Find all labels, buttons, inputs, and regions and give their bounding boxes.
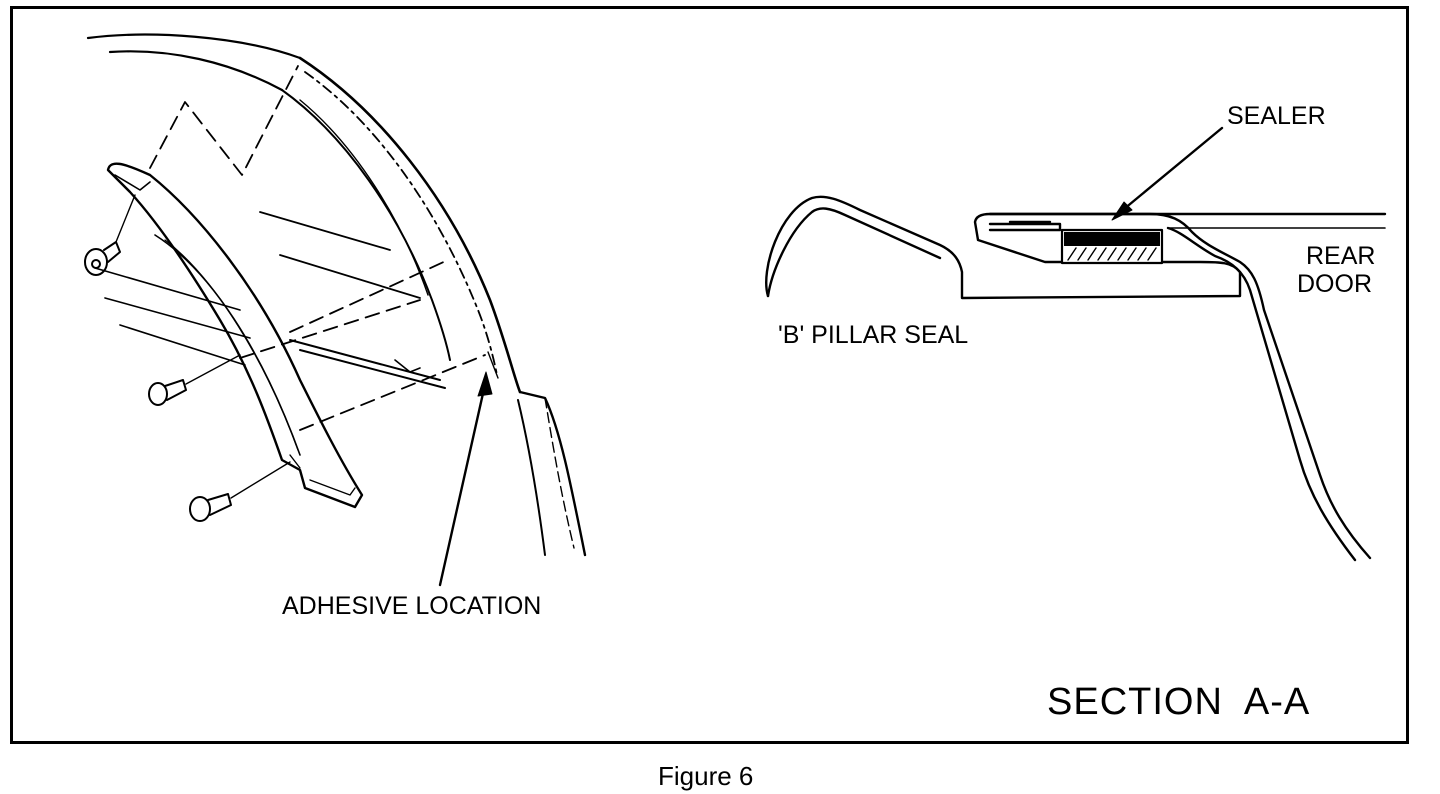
rear-door-label-line2: DOOR <box>1297 270 1372 298</box>
b-pillar-molding <box>106 162 364 509</box>
b-pillar-seal-section <box>765 195 1387 300</box>
door-frame-drawing <box>86 33 587 557</box>
sealer-callout-label: SEALER <box>1227 102 1326 130</box>
b-pillar-seal-label: 'B' PILLAR SEAL <box>778 321 969 349</box>
sealer-block <box>1060 228 1164 265</box>
sealer-callout-arrow <box>1111 126 1224 221</box>
push-pin-fastener-icon <box>84 194 136 276</box>
alignment-lines <box>149 65 486 431</box>
rear-door-label-line1: REAR <box>1306 242 1376 270</box>
adhesive-location-label: ADHESIVE LOCATION <box>282 592 542 620</box>
screw-fastener-icon <box>189 461 291 522</box>
figure-caption: Figure 6 <box>658 761 754 791</box>
figure-frame <box>10 6 1409 744</box>
screw-fastener-icon <box>148 354 241 406</box>
adhesive-callout-arrow <box>438 351 499 587</box>
section-title: SECTION A-A <box>1047 681 1311 723</box>
rear-door-section <box>988 212 1386 562</box>
